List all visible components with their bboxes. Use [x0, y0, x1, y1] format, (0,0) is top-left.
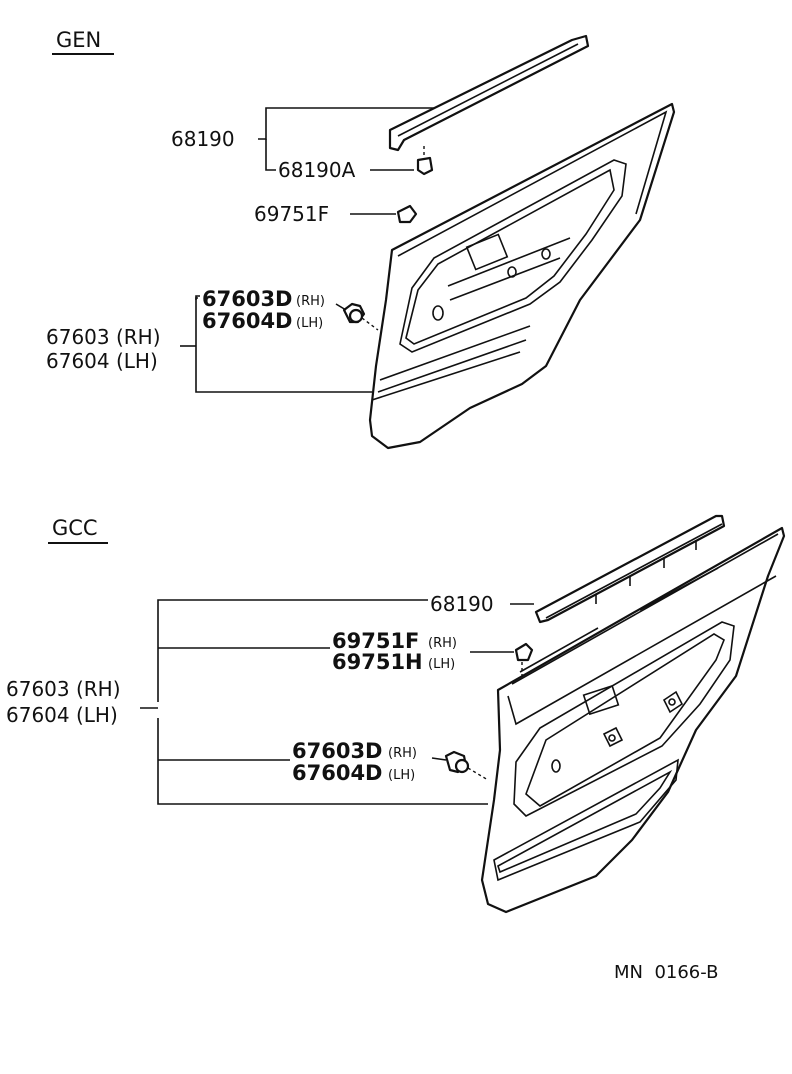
gen-leader-lines	[180, 107, 434, 393]
gcc-fastener-drawing	[444, 750, 489, 781]
gcc-label-67603d-side: (RH)	[388, 746, 417, 761]
gcc-label-69751h-side: (LH)	[428, 657, 455, 672]
gcc-label-panel-lh: 67604 (LH)	[6, 703, 118, 727]
gcc-label-69751f-side: (RH)	[428, 636, 457, 651]
gen-door-panel-drawing	[368, 102, 676, 450]
gcc-door-panel-drawing	[480, 526, 786, 914]
gen-label-69751f: 69751F	[254, 202, 329, 226]
gen-label-panel-rh: 67603 (RH)	[46, 325, 161, 349]
gen-section: GEN	[46, 28, 676, 450]
gen-label-panel-lh: 67604 (LH)	[46, 349, 158, 373]
gcc-label-panel-rh: 67603 (RH)	[6, 677, 121, 701]
gen-label-67604d: 67604D	[202, 309, 293, 333]
gen-clip-68190a-drawing	[416, 146, 434, 176]
gcc-leader-lines	[140, 599, 534, 805]
gen-clip-69751f-drawing	[396, 204, 418, 224]
gcc-section-title: GCC	[52, 516, 98, 540]
gcc-label-69751f: 69751F	[332, 629, 419, 653]
gen-weatherstrip-drawing	[388, 34, 590, 152]
drawing-code: MN 0166-B	[614, 962, 718, 983]
gcc-section: GCC	[6, 514, 786, 914]
gen-label-68190: 68190	[171, 127, 235, 151]
gen-label-68190a: 68190A	[278, 158, 356, 182]
gen-fastener-drawing	[342, 302, 379, 331]
gen-label-67604d-side: (LH)	[296, 316, 323, 331]
gcc-label-69751h: 69751H	[332, 650, 423, 674]
gen-section-title: GEN	[56, 28, 101, 52]
gcc-weatherstrip-drawing	[534, 514, 726, 624]
gcc-label-68190: 68190	[430, 592, 494, 616]
gcc-label-67604d-side: (LH)	[388, 768, 415, 783]
gcc-label-67603d: 67603D	[292, 739, 383, 763]
gcc-label-67604d: 67604D	[292, 761, 383, 785]
gen-label-67603d: 67603D	[202, 287, 293, 311]
gen-label-67603d-side: (RH)	[296, 294, 325, 309]
